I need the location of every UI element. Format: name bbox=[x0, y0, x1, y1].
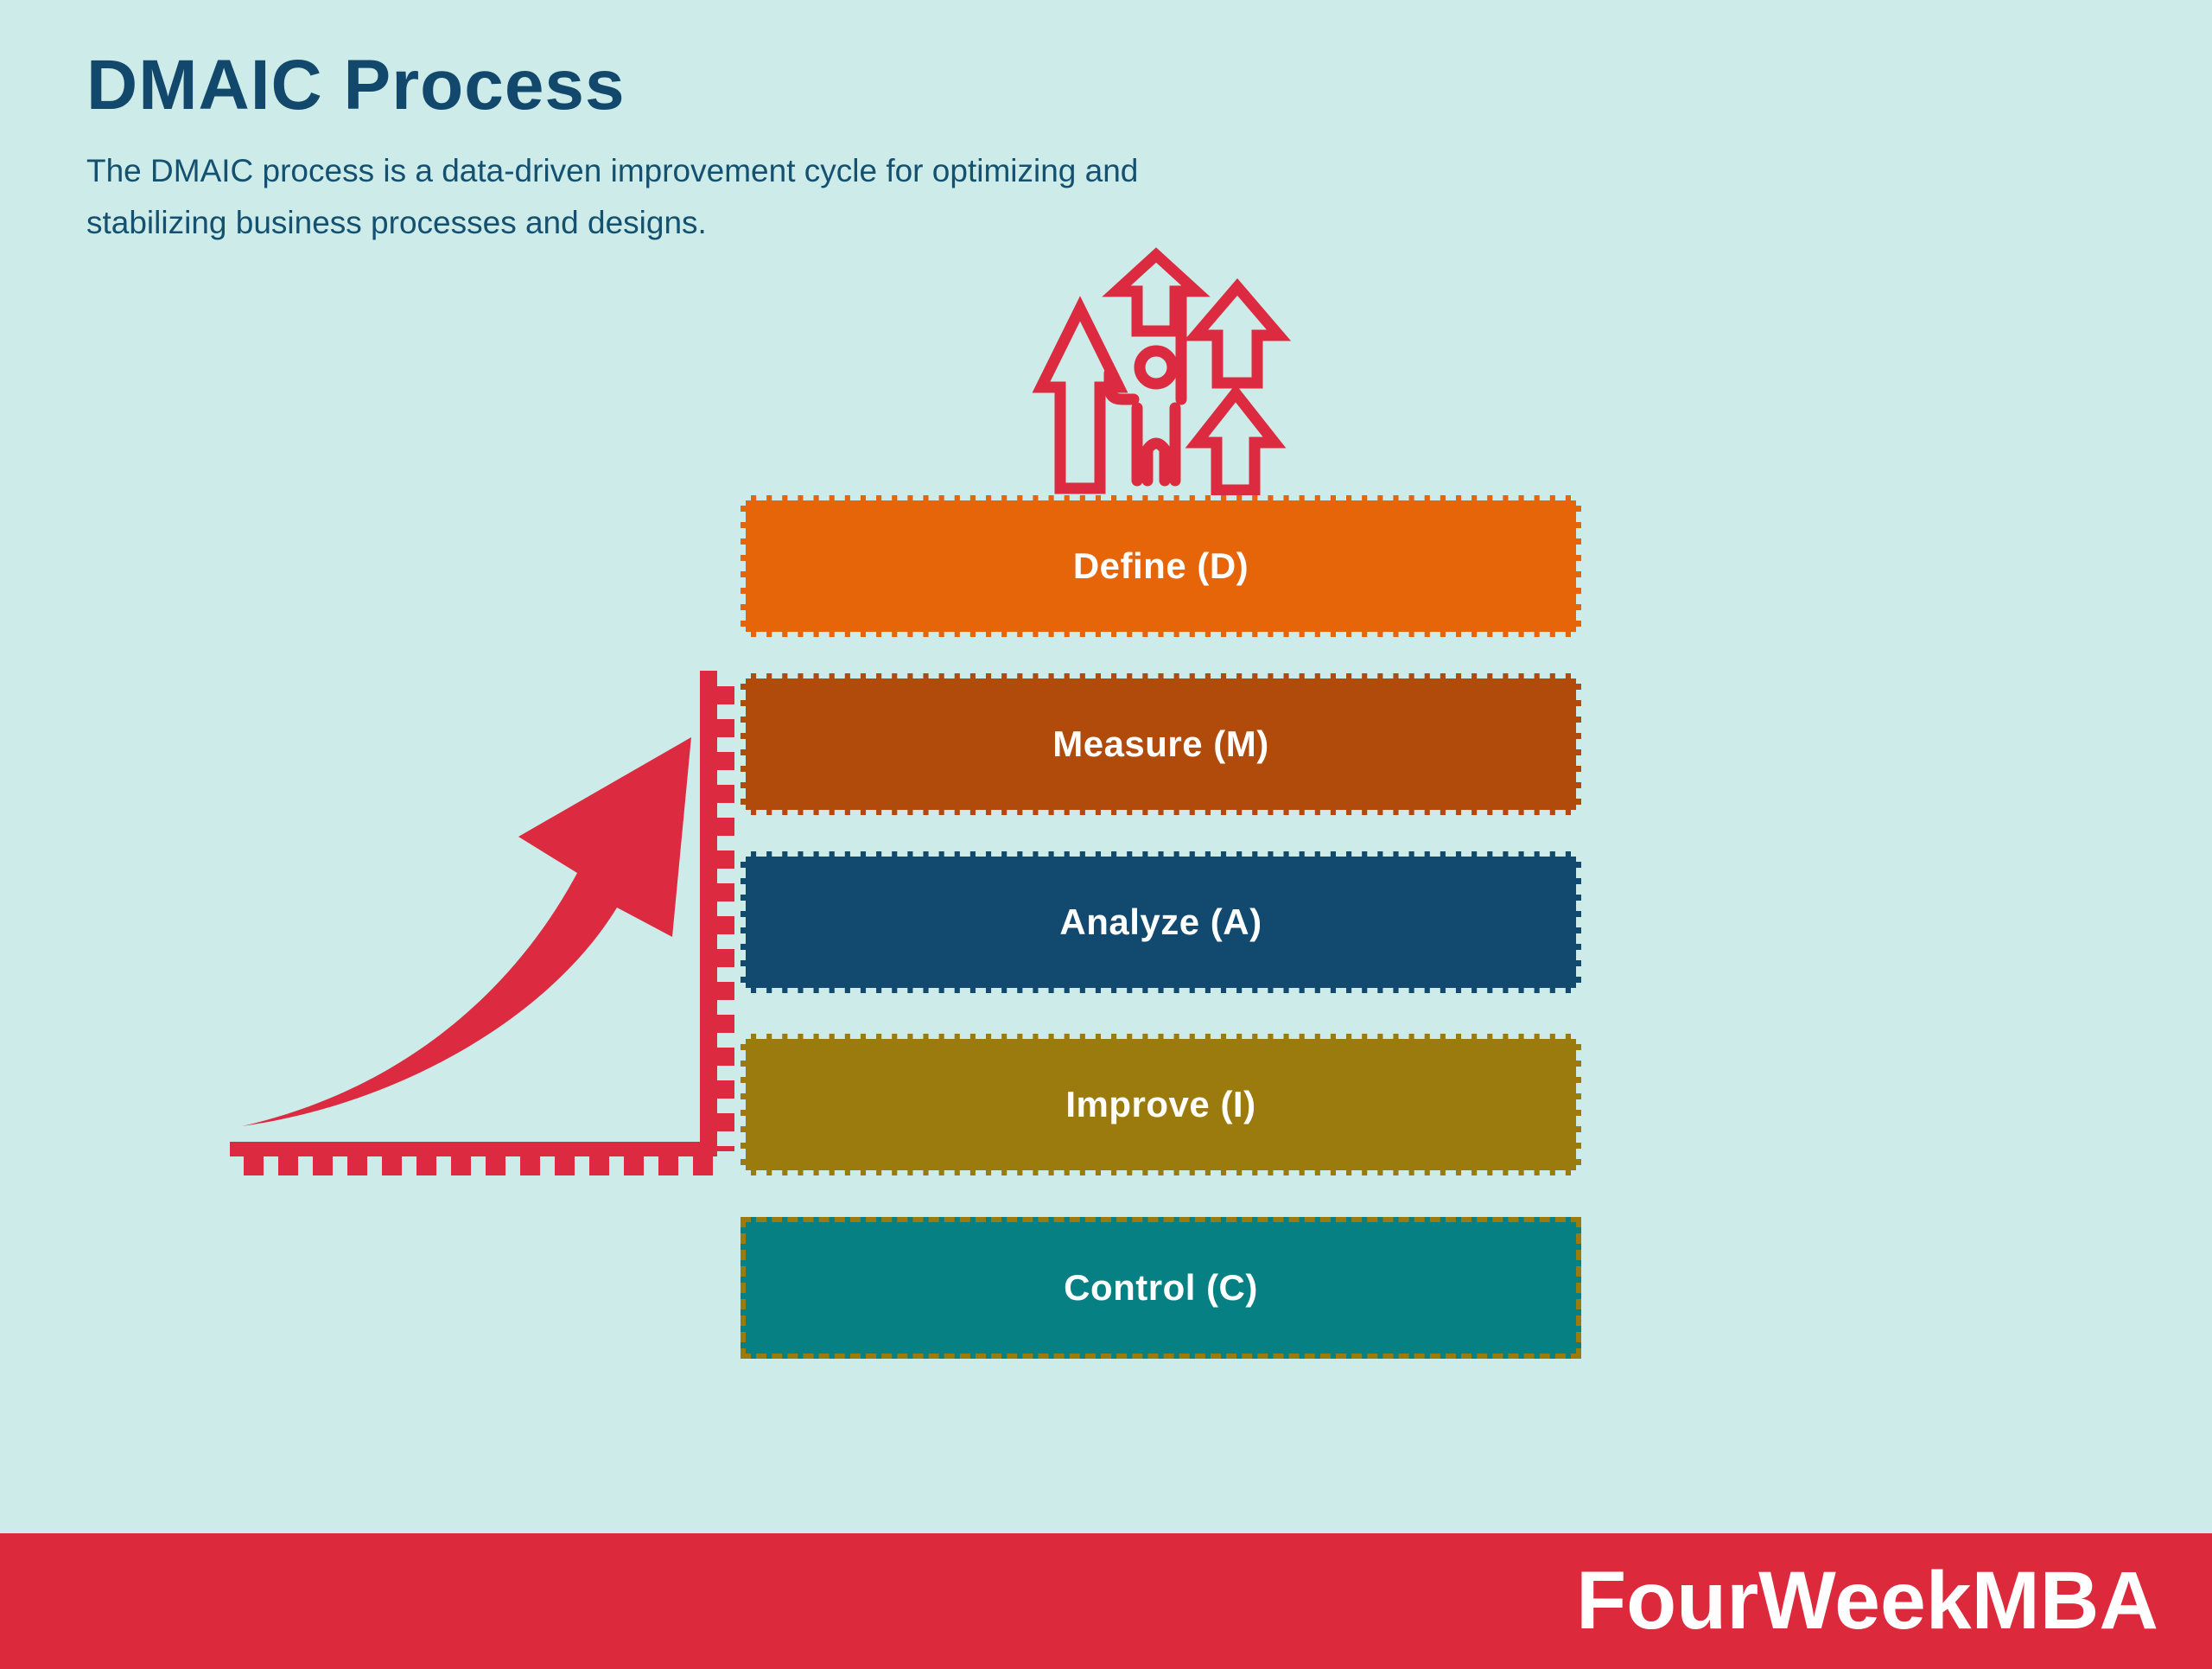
stage-control-label: Control (C) bbox=[1064, 1267, 1258, 1308]
stage-analyze-label: Analyze (A) bbox=[1059, 901, 1262, 942]
footer-band: FourWeekMBA bbox=[0, 1533, 2212, 1669]
stage-analyze: Analyze (A) bbox=[741, 851, 1581, 993]
dmaic-stages: Define (D) Measure (M) Analyze (A) Impro… bbox=[741, 0, 1581, 1669]
brand-logo: FourWeekMBA bbox=[1576, 1555, 2158, 1647]
page-title: DMAIC Process bbox=[86, 46, 626, 124]
page-subtitle: The DMAIC process is a data-driven impro… bbox=[86, 153, 1139, 240]
header: DMAIC Process The DMAIC process is a dat… bbox=[86, 45, 1296, 249]
stage-measure-label: Measure (M) bbox=[1052, 723, 1269, 764]
stage-define: Define (D) bbox=[741, 495, 1581, 637]
stage-improve: Improve (I) bbox=[741, 1034, 1581, 1175]
stage-measure: Measure (M) bbox=[741, 673, 1581, 815]
stage-improve-label: Improve (I) bbox=[1065, 1084, 1256, 1124]
stage-define-label: Define (D) bbox=[1072, 545, 1249, 586]
growth-chart-arrow-icon bbox=[230, 671, 734, 1175]
stage-control: Control (C) bbox=[741, 1217, 1581, 1359]
